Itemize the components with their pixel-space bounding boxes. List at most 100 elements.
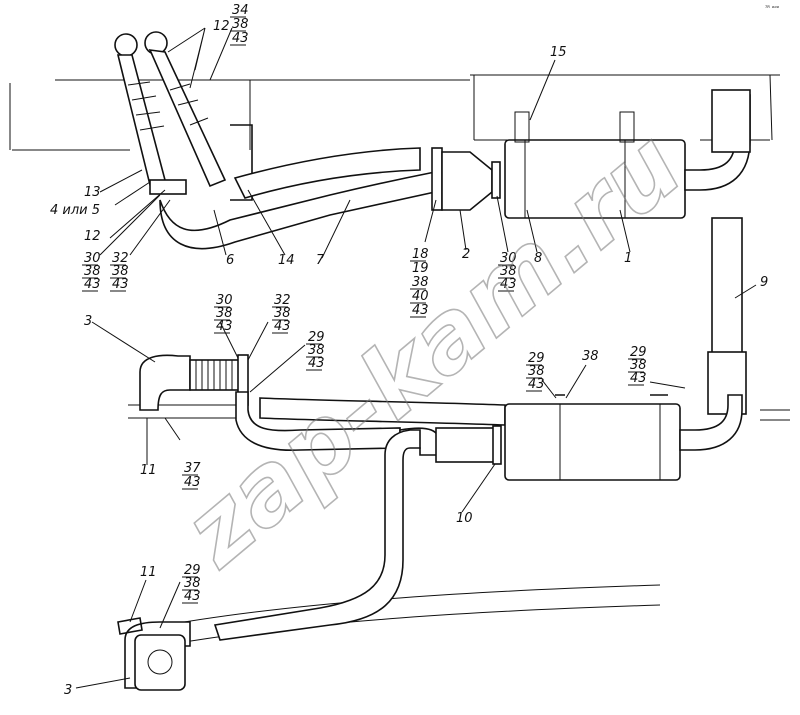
label-43: 43	[216, 319, 233, 334]
pipe-6	[233, 147, 421, 199]
label-29: 29	[184, 563, 201, 578]
label-19: 19	[412, 261, 429, 276]
label-38: 38	[184, 576, 201, 591]
silencer-hanger-15-b	[619, 111, 635, 143]
label-43: 43	[184, 475, 201, 490]
pipe-10-section	[435, 427, 497, 463]
label-12-lower: 12	[84, 229, 101, 244]
manifold-lower-port	[147, 649, 173, 675]
label-29: 29	[308, 330, 325, 345]
label-2: 2	[462, 247, 470, 262]
label-3: 3	[84, 314, 92, 329]
outlet-pipe-upper	[711, 89, 751, 153]
upper-assembly	[9, 31, 780, 250]
leader-12	[167, 27, 206, 89]
silencer-straps	[524, 140, 626, 218]
label-38: 38	[308, 343, 325, 358]
label-1: 1	[624, 251, 632, 266]
corner-note: ᵀᴿ ᵒᵒᵒ	[765, 5, 780, 12]
label-10: 10	[456, 511, 473, 526]
frame-rail-lower	[149, 584, 661, 649]
spec-box-18-30	[410, 260, 514, 318]
pipe-lower-long	[213, 429, 421, 641]
elbow-3-upper	[139, 354, 191, 411]
leader-9	[734, 284, 757, 299]
label-43: 43	[184, 589, 201, 604]
label-30: 30	[500, 251, 517, 266]
bracket-11-lower	[117, 617, 143, 635]
pipe-middle-s	[235, 391, 401, 451]
spec-box-lower	[182, 474, 198, 604]
label-38: 38	[274, 306, 291, 321]
leader-10	[461, 463, 496, 513]
label-7: 7	[316, 253, 325, 268]
label-18: 18	[412, 247, 429, 262]
label-3: 3	[64, 683, 72, 698]
leader-3-lower	[75, 677, 131, 689]
downpipe-right	[148, 49, 227, 188]
label-34: 34	[232, 3, 249, 18]
label-38: 38	[112, 264, 129, 279]
spec-box-34	[230, 16, 246, 46]
label-43: 43	[308, 356, 325, 371]
clamp-10	[492, 425, 502, 465]
label-38: 38	[528, 364, 545, 379]
label-30: 30	[84, 251, 101, 266]
label-38: 38	[84, 264, 101, 279]
label-38: 38	[500, 264, 517, 279]
bracket-14	[230, 124, 253, 201]
spec-box-30-32	[82, 264, 126, 292]
label-9: 9	[760, 275, 768, 290]
label-43: 43	[528, 377, 545, 392]
label-43: 43	[412, 303, 429, 318]
label-43: 43	[274, 319, 291, 334]
leader-29-38-29	[541, 364, 686, 399]
label-14: 14	[278, 253, 295, 268]
leader-34	[209, 27, 233, 81]
label-4-or-5: 4 или 5	[50, 203, 100, 218]
leader-30-32	[99, 194, 171, 256]
flange-lower-left	[149, 179, 187, 195]
label-43: 43	[500, 277, 517, 292]
label-43: 43	[232, 31, 249, 46]
label-43: 43	[630, 371, 647, 386]
leader-15	[529, 59, 556, 121]
leader-11-37	[146, 417, 181, 465]
manifold-flange-left	[114, 33, 138, 57]
leader-lines	[75, 27, 757, 689]
manifold-lower	[134, 634, 186, 691]
label-11: 11	[140, 565, 157, 580]
label-38: 38	[216, 306, 233, 321]
leader-13-4-12	[99, 169, 166, 239]
bellows-middle-rings	[195, 360, 233, 390]
downpipe-left	[116, 54, 166, 187]
spec-box-middle-left	[214, 306, 322, 371]
flange-30	[491, 161, 501, 199]
label-11: 11	[140, 463, 157, 478]
clamp-18	[431, 147, 443, 211]
reducer-2	[441, 151, 493, 211]
silencer-middle-straps	[559, 404, 661, 480]
label-29: 29	[528, 351, 545, 366]
label-32: 32	[274, 293, 291, 308]
label-38: 38	[232, 17, 249, 32]
label-15: 15	[550, 45, 567, 60]
label-38: 38	[630, 358, 647, 373]
silencer-middle	[504, 403, 681, 481]
label-37: 37	[184, 461, 201, 476]
leader-3-upper	[91, 321, 156, 363]
spec-box-middle-right	[526, 358, 644, 392]
label-43: 43	[84, 277, 101, 292]
silencer-hanger-15-a	[514, 111, 530, 143]
lower-assembly	[117, 429, 661, 691]
label-6: 6	[226, 253, 234, 268]
label-38: 38	[582, 349, 599, 364]
spec-number-boxes	[82, 16, 644, 604]
frame-rail-middle	[128, 404, 790, 421]
label-38: 38	[412, 275, 429, 290]
leader-30-32-29	[219, 321, 306, 393]
leader-18-2-30-8-1	[424, 195, 631, 253]
label-12: 12	[213, 19, 230, 34]
